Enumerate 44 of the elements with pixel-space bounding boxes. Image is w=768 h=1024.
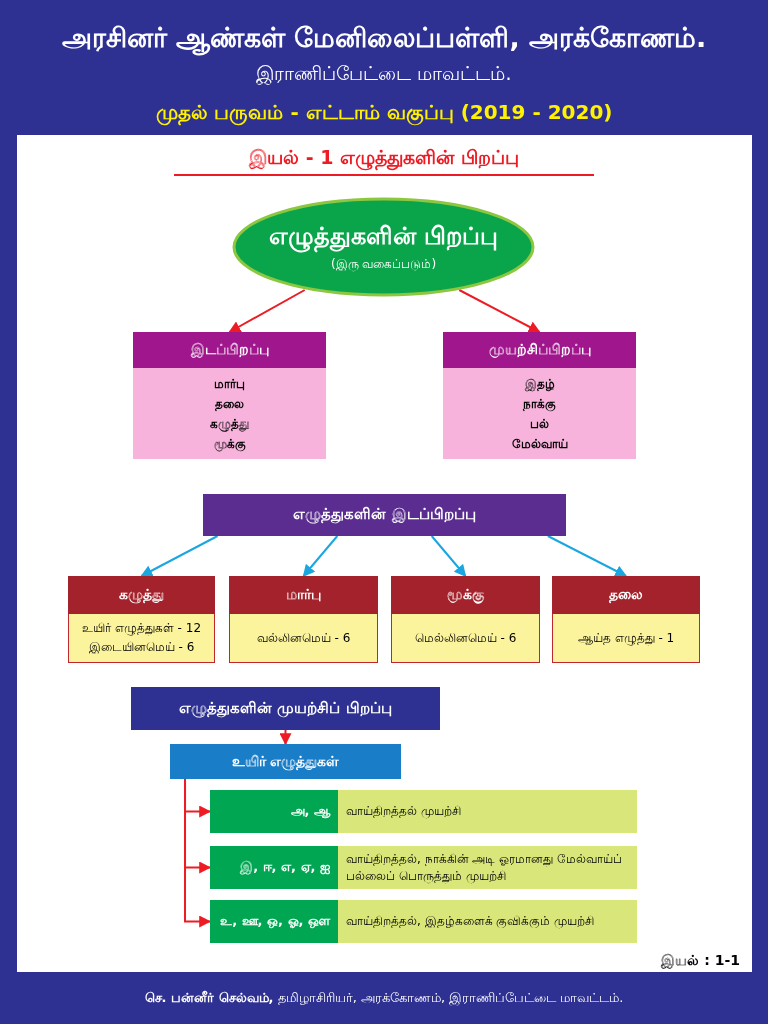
description-cell: வாய்திறத்தல், நாக்கின் அடி ஓரமானது மேல்வாய்ப் பல்லைப் பொருத்தும் முயற்சி — [338, 846, 637, 889]
list-item: மார்பு — [214, 375, 245, 393]
oval-heading: எழுத்துகளின் பிறப்பு — [268, 222, 499, 253]
arrow — [184, 778, 212, 928]
district-subtitle: இராணிப்பேட்டை மாவட்டம். — [255, 62, 513, 87]
header-bar: தலை — [552, 576, 700, 614]
info-line: மெல்லினமெய் - 6 — [414, 629, 517, 647]
header-bar: கழுத்து — [68, 576, 215, 614]
arrow — [430, 535, 467, 577]
header-bar: மார்பு — [229, 576, 378, 614]
heading-bar: எழுத்துகளின் முயற்சிப் பிறப்பு — [131, 687, 440, 730]
school-title: அரசினர் ஆண்கள் மேனிலைப்பள்ளி, அரக்கோணம். — [0, 22, 768, 57]
heading-bar: உயிர் எழுத்துகள் — [170, 744, 401, 779]
oval-subheading: (இரு வகைப்படும்) — [330, 257, 437, 272]
list-item: பல் — [530, 415, 549, 433]
author-footer: செ. பன்னீர் செல்வம், தமிழாசிரியர், அரக்கோணம், இராணிப்பேட்டை மாவட்டம். — [0, 990, 768, 1007]
chapter-heading: இயல் - 1 எழுத்துகளின் பிறப்பு — [174, 146, 594, 176]
vowel-cell: இ, ஈ, எ, ஏ, ஐ — [210, 846, 338, 889]
vowel-cell: உ, ஊ, ஒ, ஓ, ஔ — [210, 900, 338, 943]
page-number: இயல் : 1-1 — [660, 952, 740, 970]
list-item: நாக்கு — [523, 395, 556, 414]
info-line: உயிர் எழுத்துகள் - 12 — [81, 620, 201, 638]
info-line: ஆய்த எழுத்து - 1 — [577, 629, 675, 648]
info-line: வல்லினமெய் - 6 — [256, 629, 351, 647]
list-item: தலை — [215, 395, 244, 413]
list-item: மூக்கு — [213, 435, 246, 454]
arrow — [140, 535, 219, 577]
arrow — [546, 535, 628, 577]
description-cell: வாய்திறத்தல் முயற்சி — [338, 790, 637, 833]
term-heading: முதல் பருவம் - எட்டாம் வகுப்பு (2019 - 2020) — [154, 100, 614, 126]
list-item: மேல்வாய் — [511, 435, 568, 453]
info-line: இடையினமெய் - 6 — [88, 639, 195, 656]
arrow — [458, 289, 541, 333]
description-cell: வாய்திறத்தல், இதழ்களைக் குவிக்கும் முயற்சி — [338, 900, 637, 943]
arrow — [302, 535, 339, 577]
list-item: இதழ் — [524, 375, 555, 394]
heading-bar: எழுத்துகளின் இடப்பிறப்பு — [203, 494, 566, 536]
vowel-cell: அ, ஆ — [210, 790, 338, 833]
arrow — [279, 729, 292, 746]
header-bar: மூக்கு — [391, 576, 540, 614]
list-item: கழுத்து — [210, 415, 249, 434]
header-bar: இடப்பிறப்பு — [133, 332, 326, 368]
header-bar: முயற்சிப்பிறப்பு — [443, 332, 636, 368]
arrow — [228, 289, 306, 333]
